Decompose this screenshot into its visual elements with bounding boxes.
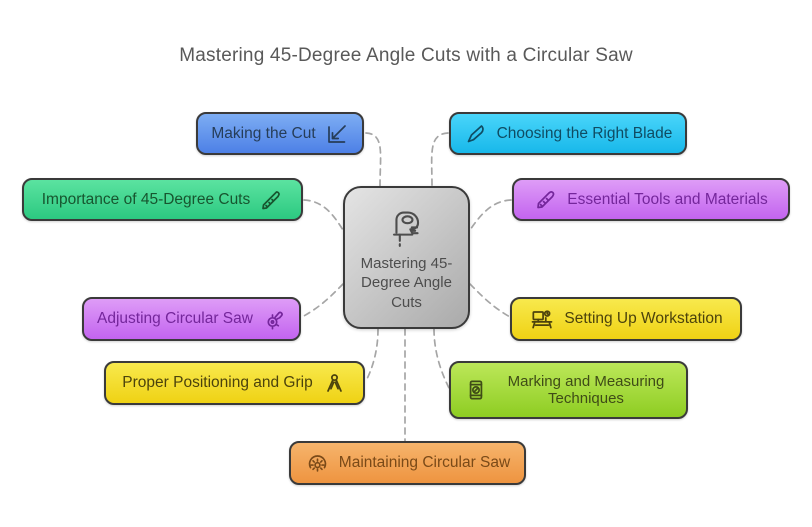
angle-cut-icon xyxy=(327,124,346,143)
node-marking-and-measuring-techniques[interactable]: Marking and Measuring Techniques xyxy=(449,361,688,419)
center-node-label: Mastering 45-Degree Angle Cuts xyxy=(360,254,453,311)
workbench-icon xyxy=(531,310,553,329)
connector-essential-tools xyxy=(469,199,512,231)
node-choosing-the-right-blade[interactable]: Choosing the Right Blade xyxy=(449,112,687,155)
connector-grip xyxy=(365,328,379,382)
node-importance-of-45-degree-cuts[interactable]: Importance of 45-Degree Cuts xyxy=(22,178,303,221)
node-proper-positioning-and-grip[interactable]: Proper Positioning and Grip xyxy=(104,361,365,405)
connector-making-the-cut xyxy=(365,132,382,187)
node-label: Proper Positioning and Grip xyxy=(122,374,313,392)
node-label: Setting Up Workstation xyxy=(564,310,723,328)
grip-icon xyxy=(326,373,342,392)
jigsaw-icon xyxy=(392,211,419,247)
node-maintaining-circular-saw[interactable]: Maintaining Circular Saw xyxy=(289,441,526,485)
node-label: Making the Cut xyxy=(211,124,316,142)
connector-marking xyxy=(433,328,450,389)
node-label: Choosing the Right Blade xyxy=(496,124,673,142)
connector-workstation xyxy=(469,283,511,318)
node-label: Adjusting Circular Saw xyxy=(97,310,253,328)
node-label: Marking and Measuring Techniques xyxy=(507,372,665,407)
diagram-title: Mastering 45-Degree Angle Cuts with a Ci… xyxy=(179,45,633,66)
saw-icon xyxy=(537,190,555,208)
node-label: Maintaining Circular Saw xyxy=(338,454,511,472)
node-label: Importance of 45-Degree Cuts xyxy=(41,190,251,208)
circular-saw-icon xyxy=(267,311,283,330)
knife-icon xyxy=(467,124,484,142)
node-making-the-cut[interactable]: Making the Cut xyxy=(196,112,364,155)
connector-importance xyxy=(303,199,344,231)
node-label: Essential Tools and Materials xyxy=(567,190,768,208)
gear-icon xyxy=(308,454,326,472)
connector-choosing-blade xyxy=(430,132,449,187)
node-essential-tools-and-materials[interactable]: Essential Tools and Materials xyxy=(512,178,790,221)
node-setting-up-workstation[interactable]: Setting Up Workstation xyxy=(510,297,742,341)
node-adjusting-circular-saw[interactable]: Adjusting Circular Saw xyxy=(82,297,301,341)
marking-gauge-icon xyxy=(469,380,483,400)
connector-adjusting-saw xyxy=(301,283,344,318)
handsaw-icon xyxy=(262,190,281,209)
center-node-mastering-45-degree-angle-cuts[interactable]: Mastering 45-Degree Angle Cuts xyxy=(343,186,470,329)
